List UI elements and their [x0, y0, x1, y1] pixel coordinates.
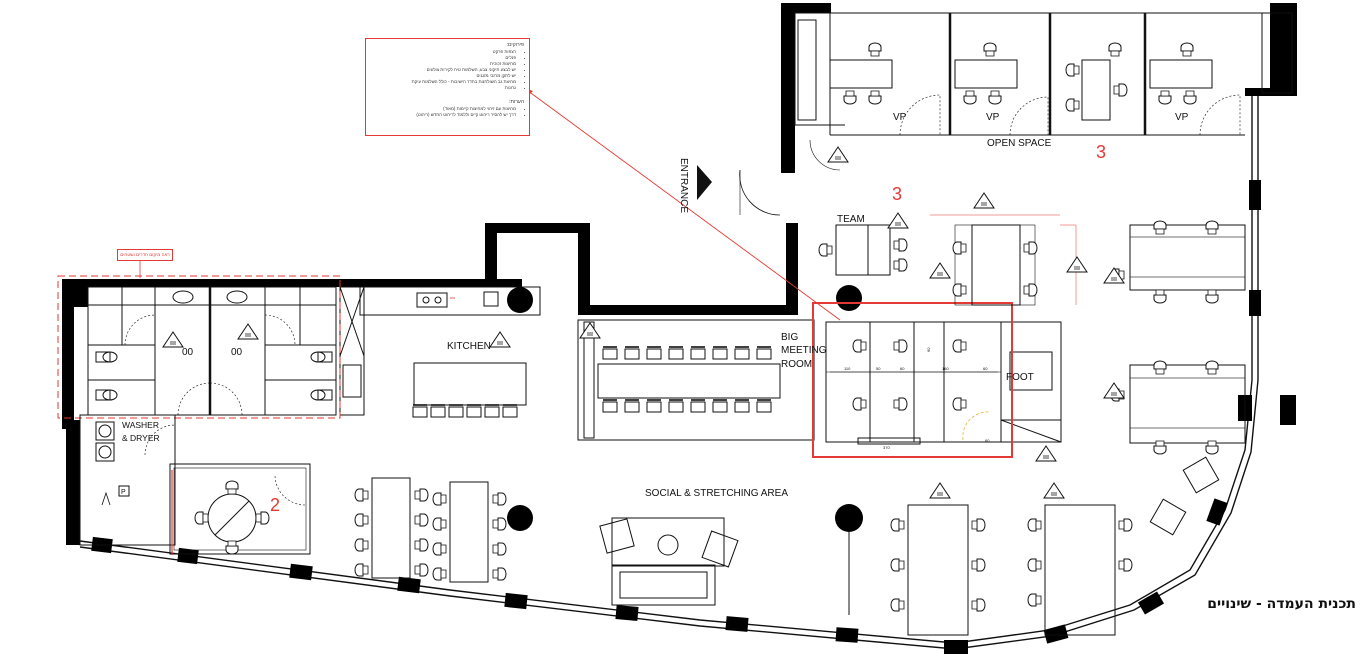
notes-list: רצפות פרקט פנלים מחיצות זכוכית יש לבצע ת… — [371, 49, 524, 91]
dimension-text: 160 — [942, 366, 949, 371]
kitchen-stools — [412, 404, 518, 418]
note-item: רצפות פרקט — [371, 49, 516, 55]
note-item: גרונות — [371, 85, 516, 91]
meeting-chairs — [602, 346, 772, 413]
note-item: מחיצת גב השולחנות בחדר הישיבות - כולל הש… — [371, 79, 516, 85]
team-label: TEAM — [837, 214, 865, 225]
social-label: SOCIAL & STRETCHING AREA — [645, 488, 788, 499]
entrance-marker — [697, 165, 781, 216]
plan-title: תכנית העמדה - שינויים — [1207, 596, 1356, 612]
vp-offices — [794, 12, 1293, 171]
big-meeting-label: BIG — [781, 332, 798, 343]
dimension-text: 370 — [883, 445, 890, 450]
note-item: פנלים — [371, 55, 516, 61]
dimension-text: 60 — [926, 347, 931, 352]
note-item: מחיצות עם זיהוי למחיצות קיימות (מאוד) — [371, 106, 516, 112]
zone-number: 3 — [1096, 142, 1106, 162]
dimension-text: 60 — [983, 366, 988, 371]
vp-label: VP — [1175, 112, 1189, 123]
vp-label: VP — [893, 112, 907, 123]
zone-number: 3 — [892, 184, 902, 204]
exterior-walls — [62, 3, 1297, 545]
restroom-legend-tag: ראה מיקום חדרים ושטחים — [117, 249, 173, 261]
wc-label: 00 — [182, 347, 194, 358]
dimension-text: 50 — [876, 366, 881, 371]
vp-label: VP — [986, 112, 1000, 123]
wc-label: 00 — [231, 347, 243, 358]
kitchen-label: KITCHEN — [447, 341, 491, 352]
note-item: יש לתקן מרזבי מזגנים — [371, 73, 516, 79]
armchairs — [1149, 456, 1220, 536]
social-chairs — [354, 488, 507, 581]
social-tables — [371, 477, 489, 583]
changes-highlight-box — [812, 302, 1013, 458]
washer-label: WASHER — [122, 420, 159, 430]
column — [507, 287, 533, 313]
restrooms — [87, 286, 362, 416]
big-meeting-label: MEETING — [781, 345, 827, 356]
right-chairs — [890, 220, 1219, 612]
team-area — [835, 224, 1036, 306]
big-meeting-room — [577, 319, 815, 441]
foot-label: FOOT — [1006, 372, 1034, 383]
note-leader — [523, 87, 841, 321]
lounge — [599, 517, 739, 606]
washer-dryer — [79, 414, 176, 546]
note-item: מחיצות זכוכית — [371, 61, 516, 67]
big-meeting-label: ROOM — [781, 359, 812, 370]
small-meeting-room — [169, 463, 311, 555]
entrance-label: ENTRANCE — [678, 158, 689, 213]
dimension-lines — [830, 214, 1077, 443]
panel-label: P — [121, 489, 126, 496]
note-item: דרך יש להסיר ריהוט קיים וללמוד לריהוט הח… — [371, 112, 516, 118]
vp-chairs — [843, 42, 1197, 112]
dimension-arc — [962, 411, 991, 441]
note-item: יש לבצע תיקוני צבע, השלמות טיח לקירות צו… — [371, 67, 516, 73]
notes-callout: פירוקים: רצפות פרקט פנלים מחיצות זכוכית … — [365, 38, 530, 136]
columns — [507, 285, 863, 532]
zone-number: 2 — [270, 495, 280, 515]
dimension-text: 60 — [900, 366, 905, 371]
facade-curve — [79, 96, 1296, 654]
dryer-label: & DRYER — [122, 433, 160, 443]
dimension-text: 60 — [985, 438, 990, 443]
notes-heading: הערות: — [509, 99, 524, 105]
notes-heading: פירוקים: — [506, 42, 524, 48]
restroom-markup — [57, 275, 341, 419]
notes-list: מחיצות עם זיהוי למחיצות קיימות (מאוד) דר… — [371, 106, 524, 118]
open-space-label: OPEN SPACE — [987, 138, 1052, 149]
right-desks — [907, 224, 1246, 636]
dimension-text: 110 — [844, 366, 851, 371]
